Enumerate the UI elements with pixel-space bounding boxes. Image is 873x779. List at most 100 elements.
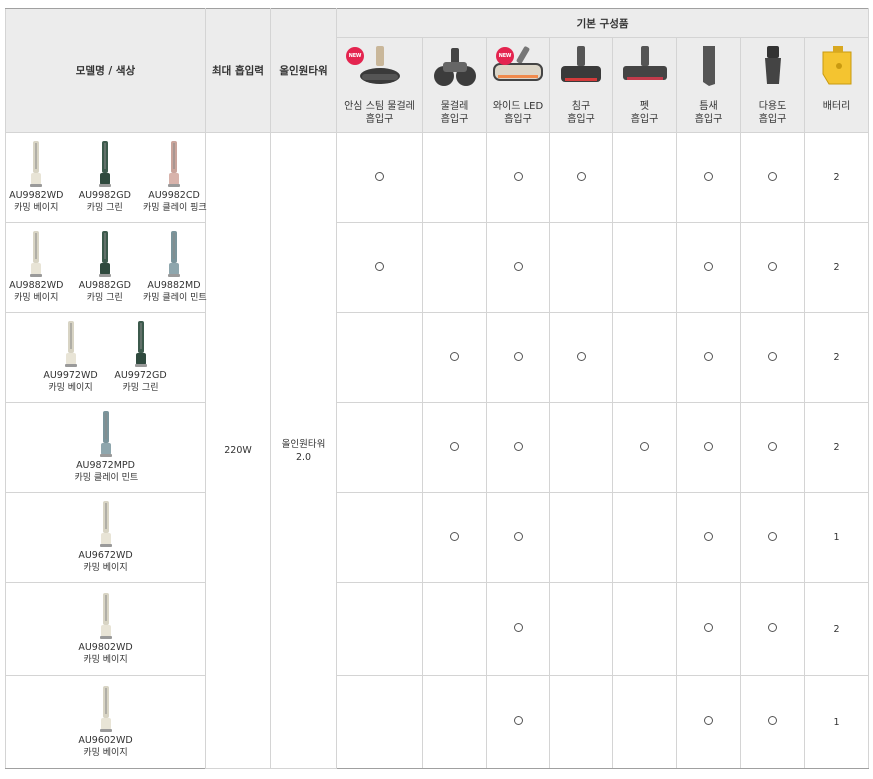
component-cell <box>486 312 550 403</box>
part-label: 와이드 LED 흡입구 <box>492 101 544 125</box>
model-code: AU9602WD <box>78 734 133 746</box>
component-cell <box>486 582 550 676</box>
component-cell <box>676 492 741 583</box>
header-model-color: 모델명 / 색상 <box>5 8 206 133</box>
component-cell <box>676 312 741 403</box>
battery-count: 2 <box>803 222 870 313</box>
wide-led-nozzle-icon <box>493 46 543 81</box>
model-color: 카밍 클레이 민트 <box>143 293 207 303</box>
model-color: 카밍 클레이 핑크 <box>143 203 207 213</box>
component-cell <box>612 132 677 223</box>
vacuum-product-image <box>98 141 111 187</box>
included-mark-icon <box>576 171 586 181</box>
model-color: 카밍 베이지 <box>48 383 93 393</box>
part-header-6: 틈새 흡입구 <box>676 37 741 133</box>
model-color: 카밍 베이지 <box>83 747 128 758</box>
model-item: AU9982CD 카밍 클레이 핑크 <box>143 141 207 214</box>
vacuum-product-image <box>30 141 43 187</box>
included-mark-icon <box>375 261 384 271</box>
model-item: AU9972WD 카밍 베이지 <box>40 321 102 394</box>
part-label: 틈새 흡입구 <box>694 101 723 125</box>
component-cell <box>740 312 805 403</box>
vacuum-product-image <box>99 592 112 639</box>
component-cell <box>740 582 805 676</box>
included-mark-icon <box>768 441 777 451</box>
component-cell <box>740 132 805 223</box>
component-cell <box>422 312 487 403</box>
included-mark-icon <box>768 716 777 725</box>
included-mark-icon <box>576 351 586 361</box>
component-cell <box>422 675 487 769</box>
part-header-content: 펫 흡입구 <box>613 44 676 132</box>
component-cell <box>486 222 550 313</box>
battery-count: 1 <box>803 492 870 583</box>
part-header-content: 다용도 흡입구 <box>741 44 804 132</box>
included-mark-icon <box>704 441 713 451</box>
included-mark-icon <box>768 171 777 181</box>
component-cell <box>422 402 487 493</box>
component-cell <box>486 402 550 493</box>
model-code: AU9982CD <box>148 190 200 201</box>
model-code: AU9972WD <box>43 370 98 381</box>
model-color: 카밍 그린 <box>86 203 123 213</box>
multipurpose-nozzle-icon <box>764 46 781 84</box>
included-mark-icon <box>704 261 713 271</box>
all-in-one-value: 올인원타워 2.0 <box>270 132 337 769</box>
component-cell <box>612 312 677 403</box>
header-all-in-one: 올인원타워 <box>270 8 337 133</box>
component-cell <box>612 675 677 769</box>
included-mark-icon <box>450 531 459 541</box>
crevice-nozzle-icon <box>702 46 715 86</box>
part-label: 침구 흡입구 <box>567 101 595 125</box>
component-cell <box>336 132 423 223</box>
included-mark-icon <box>513 441 523 451</box>
new-badge: NEW <box>496 47 514 65</box>
component-cell <box>336 402 423 493</box>
vacuum-product-image <box>30 231 43 277</box>
included-mark-icon <box>768 623 777 632</box>
included-mark-icon <box>704 531 713 541</box>
included-mark-icon <box>513 261 523 271</box>
included-mark-icon <box>704 623 713 632</box>
component-cell <box>336 312 423 403</box>
component-cell <box>676 675 741 769</box>
included-mark-icon <box>450 351 459 361</box>
component-cell <box>612 492 677 583</box>
part-header-content: 배터리 <box>805 44 868 132</box>
component-cell <box>676 582 741 676</box>
included-mark-icon <box>513 531 523 541</box>
model-code: AU9882WD <box>9 280 64 291</box>
component-cell <box>336 582 423 676</box>
part-header-3: NEW 와이드 LED 흡입구 <box>486 37 550 133</box>
part-header-content: 틈새 흡입구 <box>677 44 740 132</box>
model-code: AU9802WD <box>78 641 133 653</box>
component-cell <box>612 582 677 676</box>
included-mark-icon <box>704 171 713 181</box>
component-cell <box>422 132 487 223</box>
included-mark-icon <box>768 261 777 271</box>
component-cell <box>612 222 677 313</box>
included-mark-icon <box>768 531 777 541</box>
part-header-5: 펫 흡입구 <box>612 37 677 133</box>
part-header-7: 다용도 흡입구 <box>740 37 805 133</box>
part-label: 펫 흡입구 <box>630 101 659 125</box>
included-mark-icon <box>513 623 523 632</box>
model-color: 카밍 베이지 <box>14 293 59 303</box>
battery-count: 2 <box>803 312 870 403</box>
part-header-content: NEW 와이드 LED 흡입구 <box>487 44 549 132</box>
model-item: AU9882WD 카밍 베이지 <box>6 231 67 304</box>
component-cell <box>676 402 741 493</box>
